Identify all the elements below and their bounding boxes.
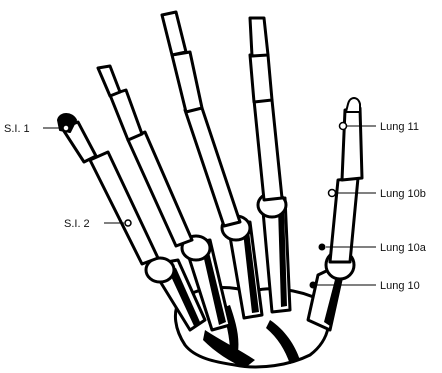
point-lung10b xyxy=(329,190,336,197)
point-lung10 xyxy=(310,282,317,289)
ring-finger-distal xyxy=(98,66,120,96)
label-lung10: Lung 10 xyxy=(380,280,420,292)
label-lung10b: Lung 10b xyxy=(380,188,426,200)
point-lung10a xyxy=(319,244,326,251)
label-lung11: Lung 11 xyxy=(380,121,419,133)
index-finger-proximal xyxy=(254,100,282,200)
ring-finger-middle xyxy=(110,90,142,140)
thumb-tip xyxy=(346,98,360,112)
index-finger-middle xyxy=(250,55,272,102)
middle-finger-distal xyxy=(162,12,186,55)
thumb-distal xyxy=(342,108,362,180)
point-lung11 xyxy=(340,123,347,130)
label-si2: S.I. 2 xyxy=(64,218,90,230)
middle-finger-proximal xyxy=(185,108,240,226)
middle-finger-middle xyxy=(172,52,202,112)
point-si2 xyxy=(125,220,131,226)
label-lung10a: Lung 10a xyxy=(380,242,427,254)
point-si1 xyxy=(63,125,69,131)
hand-bones-illustration xyxy=(58,12,362,368)
label-si1: S.I. 1 xyxy=(4,123,30,135)
index-finger-distal xyxy=(250,18,268,56)
